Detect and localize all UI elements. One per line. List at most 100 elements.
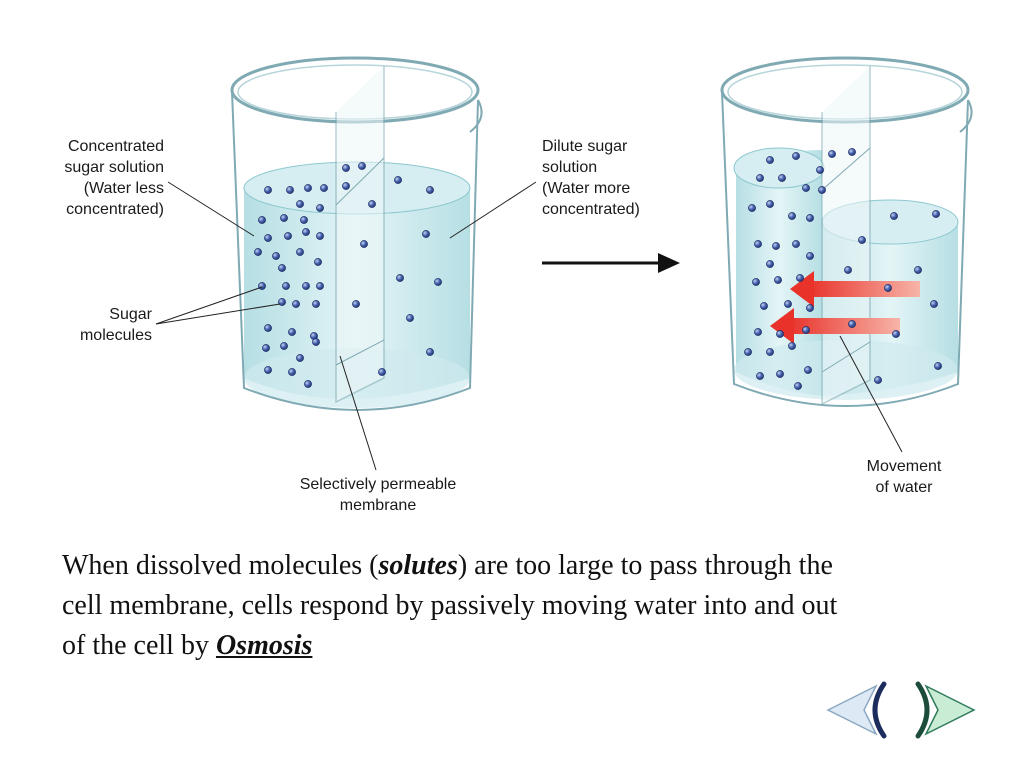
- sugar-molecule: [396, 274, 404, 282]
- sugar-molecule: [914, 266, 922, 274]
- sugar-molecule: [792, 152, 800, 160]
- sugar-molecule: [278, 264, 286, 272]
- sugar-molecule: [874, 376, 882, 384]
- concentrated-label-line: sugar solution: [64, 159, 164, 176]
- sugar-molecule: [788, 212, 796, 220]
- sugar-molecule: [264, 186, 272, 194]
- membrane-label-line: Selectively permeable: [299, 476, 457, 493]
- sugar-molecule: [282, 282, 290, 290]
- sugar-molecule: [752, 278, 760, 286]
- sugar-molecule: [292, 300, 300, 308]
- sugar-molecule: [352, 300, 360, 308]
- sugar-molecule: [848, 320, 856, 328]
- sugar-molecule: [802, 326, 810, 334]
- sugar-molecule: [766, 200, 774, 208]
- sugar-molecule: [358, 162, 366, 170]
- concentrated-label-line: Concentrated: [67, 138, 164, 155]
- sugar-molecule: [756, 372, 764, 380]
- sugar-molecule: [286, 186, 294, 194]
- sugar-molecule: [280, 342, 288, 350]
- right-beaker: [720, 56, 973, 407]
- sugar-molecule: [890, 212, 898, 220]
- sugar-molecule: [934, 362, 942, 370]
- sugar-molecule: [756, 174, 764, 182]
- sugar-molecule: [288, 328, 296, 336]
- sugar-molecule: [288, 368, 296, 376]
- caption: When dissolved molecules (solutes) are t…: [62, 546, 862, 666]
- next-slide-button[interactable]: [906, 676, 978, 744]
- sugar-molecule: [264, 234, 272, 242]
- sugar-molecule: [254, 248, 262, 256]
- sugar-molecule: [378, 368, 386, 376]
- sugar-molecule: [806, 304, 814, 312]
- sugar-molecule: [258, 216, 266, 224]
- right-membrane: [821, 66, 871, 406]
- sugar-molecule: [342, 164, 350, 172]
- sugar-molecule: [774, 276, 782, 284]
- sugar-molecules-label: Sugar molecules: [40, 304, 152, 346]
- sugar-molecule: [300, 216, 308, 224]
- sugar-molecule: [796, 274, 804, 282]
- membrane-label: Selectively permeable membrane: [278, 474, 478, 516]
- sugar-molecule: [806, 214, 814, 222]
- movement-label: Movement of water: [846, 456, 962, 498]
- sugar-molecule: [816, 166, 824, 174]
- sugar-molecule: [394, 176, 402, 184]
- concentrated-label-line: concentrated): [66, 201, 164, 218]
- concentrated-label: Concentrated sugar solution (Water less …: [20, 136, 164, 220]
- sugar-molecule: [284, 232, 292, 240]
- right-glass: [721, 91, 969, 407]
- water-movement-arrow-2: [770, 308, 900, 344]
- sugar-molecule: [744, 348, 752, 356]
- sugar-molecule: [434, 278, 442, 286]
- sugar-molecule: [304, 380, 312, 388]
- sugar-molecule: [828, 150, 836, 158]
- sugar-molecule: [312, 338, 320, 346]
- sugar-molecule: [748, 204, 756, 212]
- sugar-molecule: [772, 242, 780, 250]
- sugar-molecule: [280, 214, 288, 222]
- sugar-molecule: [754, 240, 762, 248]
- sugar-molecule: [316, 232, 324, 240]
- left-membrane: [335, 66, 385, 404]
- sugar-molecule: [766, 156, 774, 164]
- sugar-molecule: [312, 300, 320, 308]
- sugar-molecule: [262, 344, 270, 352]
- sugar-molecule: [426, 348, 434, 356]
- sugar-molecule: [766, 348, 774, 356]
- sugar-molecule: [296, 248, 304, 256]
- sugar-molecule: [296, 354, 304, 362]
- sugar-molecule: [278, 298, 286, 306]
- water-movement-arrow-1: [790, 271, 920, 307]
- caption-solutes: solutes: [378, 550, 458, 581]
- sugar-molecule: [792, 240, 800, 248]
- sugar-molecules: [254, 148, 942, 390]
- right-arrow-icon: [915, 681, 976, 739]
- sugar-molecule: [406, 314, 414, 322]
- sugar-molecule: [806, 252, 814, 260]
- sugar-molecule: [930, 300, 938, 308]
- caption-text: When dissolved molecules (: [62, 550, 379, 581]
- sugar-molecule: [884, 284, 892, 292]
- sugar-molecule: [802, 184, 810, 192]
- sugar-molecules-label-line: Sugar: [109, 306, 152, 323]
- sugar-molecule: [818, 186, 826, 194]
- leader-lines: [155, 181, 903, 471]
- sugar-molecule: [264, 366, 272, 374]
- sugar-molecule: [368, 200, 376, 208]
- sugar-molecule: [784, 300, 792, 308]
- previous-slide-button[interactable]: [824, 676, 896, 744]
- sugar-molecule: [776, 330, 784, 338]
- sugar-molecule: [848, 148, 856, 156]
- dilute-label: Dilute sugar solution (Water more concen…: [542, 136, 682, 220]
- sugar-molecule: [778, 174, 786, 182]
- sugar-molecule: [258, 282, 266, 290]
- sugar-molecule: [302, 228, 310, 236]
- sugar-molecule: [272, 252, 280, 260]
- sugar-molecule: [314, 258, 322, 266]
- movement-label-line: Movement: [866, 458, 942, 475]
- sugar-molecule: [932, 210, 940, 218]
- sugar-molecule: [304, 184, 312, 192]
- left-beaker: [230, 56, 483, 411]
- sugar-molecule: [776, 370, 784, 378]
